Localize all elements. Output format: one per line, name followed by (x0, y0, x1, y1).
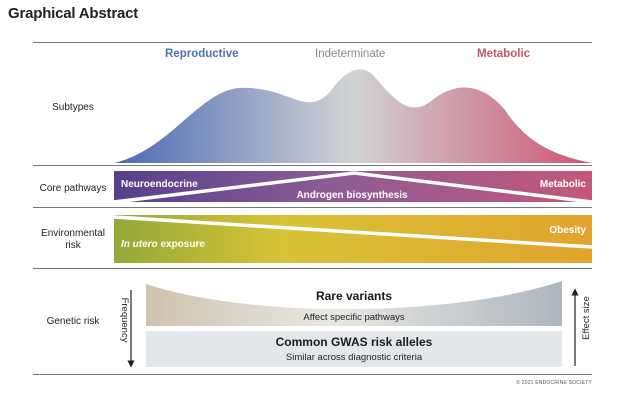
row-label-core-pathways: Core pathways (39, 183, 107, 194)
row-label-genetic-risk: Genetic risk (46, 316, 100, 327)
subtype-distribution-curve (114, 69, 592, 163)
label-in-utero-exposure: In utero exposure (121, 239, 205, 250)
environmental-divider-line (113, 215, 593, 249)
divider-subtypes (33, 165, 592, 166)
label-androgen-biosynthesis: Androgen biosynthesis (296, 190, 408, 201)
label-metabolic-pathway: Metabolic (540, 179, 587, 190)
label-frequency: Frequency (119, 298, 130, 343)
label-similar-criteria: Similar across diagnostic criteria (286, 352, 423, 363)
row-label-environmental-risk: Environmental risk (33, 228, 113, 252)
divider-environment (33, 268, 592, 269)
top-divider (33, 42, 592, 43)
core-pathways-divider-line (113, 171, 593, 204)
core-pathways-band (114, 171, 592, 202)
label-rare-variants: Rare variants (316, 289, 392, 303)
row-label-subtypes: Subtypes (52, 102, 94, 113)
row-label-environmental-line2: risk (65, 240, 81, 251)
subtype-metabolic: Metabolic (477, 48, 531, 60)
rare-variants-shape (146, 281, 562, 326)
label-gwas-risk-alleles: Common GWAS risk alleles (276, 335, 433, 349)
page-title: Graphical Abstract (8, 5, 139, 22)
copyright-notice: © 2021 ENDOCRINE SOCIETY (516, 380, 592, 386)
label-neuroendocrine: Neuroendocrine (121, 179, 198, 190)
bottom-divider (33, 374, 592, 375)
label-exposure: exposure (158, 239, 206, 250)
label-affect-specific-pathways: Affect specific pathways (303, 312, 404, 323)
label-obesity: Obesity (549, 225, 586, 236)
row-label-environmental-line1: Environmental (41, 228, 105, 239)
divider-core (33, 207, 592, 208)
subtype-reproductive: Reproductive (165, 48, 239, 60)
label-effect-size: Effect size (581, 296, 592, 340)
gwas-band (146, 331, 562, 367)
label-in-utero: In utero (121, 239, 158, 250)
subtype-indeterminate: Indeterminate (315, 48, 386, 60)
